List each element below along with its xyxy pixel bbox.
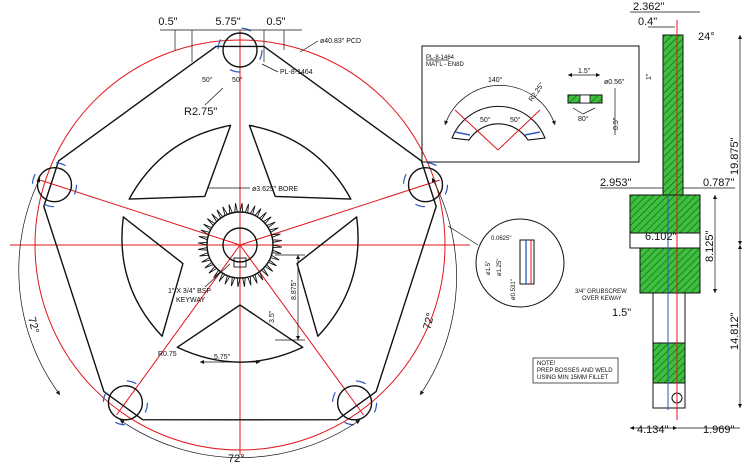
hub-d2: ø1.5" <box>486 261 492 275</box>
detail-plate-view: PL-8-1464 MAT'L - EN8D 140° 50° 50° R2.2… <box>421 45 640 163</box>
note-line1: PREP BOSSES AND WELD <box>537 368 613 374</box>
boss-width-label: 5.75" <box>215 16 240 28</box>
keyway-label-1: 1" X 3/4" BSP <box>168 288 211 295</box>
bore-label: ø3.625" BORE <box>252 186 298 193</box>
hub-d1: 0.0625" <box>491 236 511 242</box>
hub-dia-label: 6.102" <box>645 231 677 243</box>
plate-ref-label: PL-8-1464 <box>280 69 313 76</box>
overall-width-label: 2.362" <box>633 1 665 13</box>
hub-right-label: 0.787" <box>703 177 735 189</box>
angle-bottom-label: 72° <box>228 453 245 465</box>
pcd-label: ø40.83" PCD <box>320 38 361 45</box>
lower-height-label: 14.812" <box>729 312 741 350</box>
hole-width-label: 5.75" <box>214 354 231 361</box>
hub-d3: ø1.25" <box>497 259 503 276</box>
boss-weld <box>332 380 378 426</box>
tooth-width-label: 0.4" <box>638 16 657 28</box>
boss-weld <box>31 162 78 208</box>
note-line2: USING MIN 15MM FILLET <box>537 375 609 381</box>
front-view: 0.5" 5.75" 0.5" ø40.83" PCD PL-8-1464 50… <box>10 16 470 465</box>
lightening-hole <box>128 124 232 200</box>
keyway-label-2: KEYWAY <box>176 297 206 304</box>
hole-radius-label: R0.75 <box>158 351 177 358</box>
plate-title: PL-8-1464 <box>426 55 455 61</box>
boss-gap-right-label: 0.5" <box>266 16 285 28</box>
angle-a-label: 50° <box>202 76 213 84</box>
lightening-hole <box>296 216 359 337</box>
side-view: 2.362" 0.4" 24° 1" 19.875" 8.125" 14.812… <box>575 1 743 436</box>
plate-angle-b: 50° <box>510 116 521 124</box>
sprocket-outline <box>43 45 437 421</box>
plate-dia: ø0.56" <box>604 79 625 86</box>
hole-height-label: 8.875" <box>291 279 298 300</box>
boss <box>107 385 144 421</box>
spoke-centerline <box>40 179 241 246</box>
bottom-right-label: 1.969" <box>703 424 735 436</box>
chamfer-angle-label: 24° <box>698 31 715 43</box>
angle-left-label: 72° <box>25 316 41 335</box>
detail-hub-view: 0.0625" ø1.5" ø1.25" ø0.531" <box>447 218 565 308</box>
plate-width: 1.5" <box>578 68 591 75</box>
lightening-hole <box>121 216 184 337</box>
plate-radius: R2.25" <box>528 81 546 103</box>
hub-gear <box>197 202 283 288</box>
boss <box>336 385 373 421</box>
outer-height-label: 19.875" <box>729 137 741 175</box>
hub-d4: ø0.531" <box>511 279 517 300</box>
plate-tab-angle: 80° <box>578 115 589 123</box>
angle-b-label: 50° <box>232 76 243 84</box>
bottom-left-label: 4.134" <box>637 424 669 436</box>
boss-weld <box>402 162 449 208</box>
plate-material: MAT'L - EN8D <box>426 62 464 68</box>
boss-radius-label: R2.75" <box>184 106 217 118</box>
plate-arc-angle: 140° <box>488 76 503 84</box>
boss-weld <box>102 380 149 426</box>
hole-inner-label: 3.5" <box>269 310 276 323</box>
hub-left-label: 2.953" <box>600 177 632 189</box>
boss-gap-left-label: 0.5" <box>158 16 177 28</box>
note-box: NOTE! PREP BOSSES AND WELD USING MIN 15M… <box>532 357 619 384</box>
grubscrew-label-1: 3/4" GRUBSCREW <box>575 289 627 295</box>
hub-len-label: 8.125" <box>704 230 716 262</box>
key-offset-label: 1.5" <box>612 307 631 319</box>
tooth-height-label: 1" <box>646 73 653 80</box>
note-title: NOTE! <box>537 361 556 367</box>
boss-weld <box>217 27 263 73</box>
plate-angle-a: 50° <box>480 116 491 124</box>
boss <box>222 32 258 68</box>
plate-thickness: 0.5" <box>613 117 620 130</box>
lightening-hole <box>248 124 352 200</box>
angle-right-label: 72° <box>421 312 437 331</box>
grubscrew-label-2: OVER KEWAY <box>582 296 622 302</box>
